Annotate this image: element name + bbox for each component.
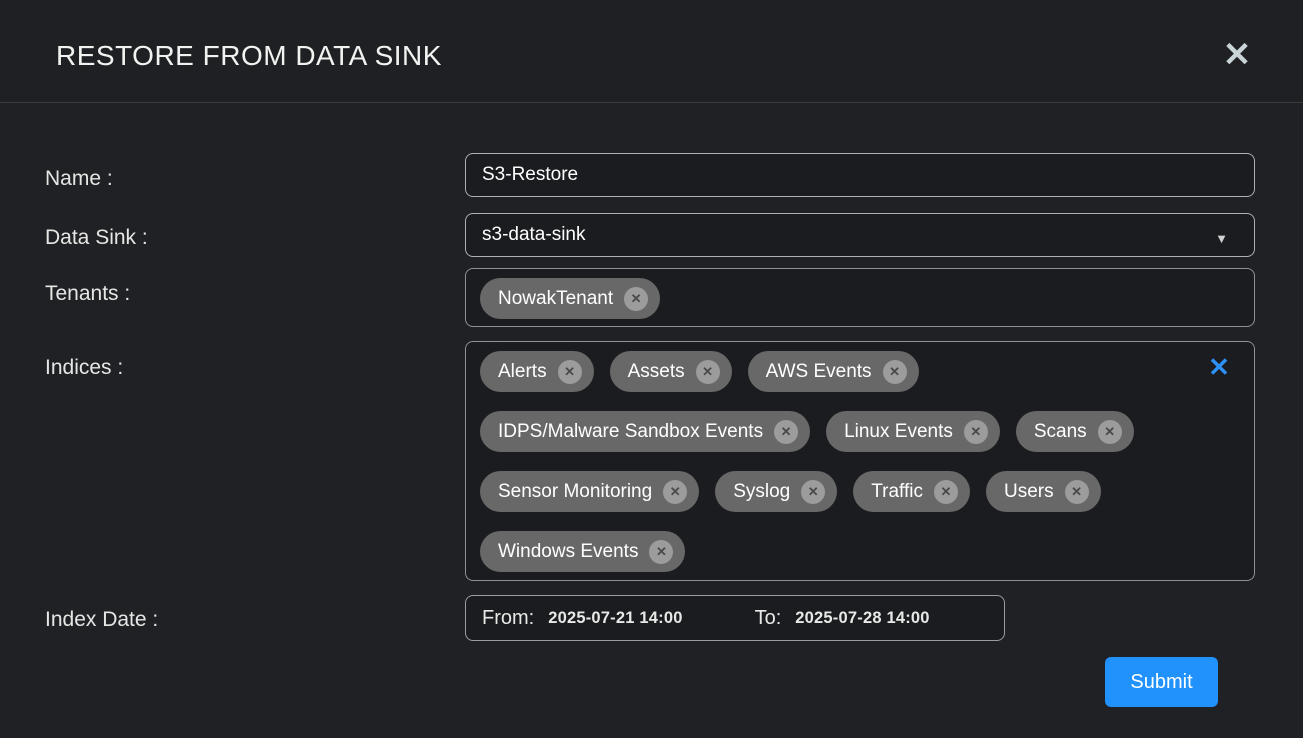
submit-button[interactable]: Submit	[1105, 657, 1218, 707]
close-icon[interactable]: ✕	[1215, 33, 1259, 77]
chip-label: NowakTenant	[498, 287, 614, 309]
index-chip: Traffic ✕	[853, 471, 970, 512]
data-sink-label: Data Sink :	[45, 226, 148, 249]
chip-remove-icon[interactable]: ✕	[649, 539, 674, 564]
index-chip: Sensor Monitoring ✕	[480, 471, 700, 512]
chevron-down-icon: ▼	[1215, 231, 1228, 246]
chip-label: Users	[1003, 480, 1054, 502]
chip-label: Sensor Monitoring	[498, 480, 653, 502]
tenants-field[interactable]: NowakTenant ✕	[465, 268, 1255, 327]
chip-remove-icon[interactable]: ✕	[1097, 419, 1122, 444]
index-chip: AWS Events ✕	[747, 351, 919, 392]
chip-label: Scans	[1033, 420, 1087, 442]
index-chip: Users ✕	[985, 471, 1101, 512]
name-label: Name :	[45, 167, 113, 190]
name-input[interactable]	[465, 153, 1255, 197]
tenant-chip: NowakTenant ✕	[480, 278, 661, 319]
chip-remove-icon[interactable]: ✕	[557, 359, 582, 384]
chip-label: AWS Events	[765, 360, 872, 382]
from-value[interactable]: 2025-07-21 14:00	[548, 608, 683, 627]
data-sink-select[interactable]: s3-data-sink ▼	[465, 213, 1255, 257]
chip-remove-icon[interactable]: ✕	[933, 479, 958, 504]
dialog-title: RESTORE FROM DATA SINK	[56, 40, 442, 71]
index-chip: IDPS/Malware Sandbox Events ✕	[480, 411, 811, 452]
chip-remove-icon[interactable]: ✕	[882, 359, 907, 384]
chip-remove-icon[interactable]: ✕	[774, 419, 799, 444]
chip-label: IDPS/Malware Sandbox Events	[498, 420, 764, 442]
index-chip: Syslog ✕	[715, 471, 838, 512]
chip-remove-icon[interactable]: ✕	[695, 359, 720, 384]
to-label: To:	[754, 606, 782, 629]
index-chip: Scans ✕	[1015, 411, 1134, 452]
index-chip: Linux Events ✕	[826, 411, 1000, 452]
chip-label: Windows Events	[498, 540, 639, 562]
chip-remove-icon[interactable]: ✕	[624, 286, 649, 311]
index-chip: Assets ✕	[609, 351, 732, 392]
dialog-header: RESTORE FROM DATA SINK ✕	[0, 0, 1303, 103]
chip-label: Syslog	[733, 480, 791, 502]
index-date-field[interactable]: From: 2025-07-21 14:00 To: 2025-07-28 14…	[465, 595, 1005, 641]
index-chip: Alerts ✕	[480, 351, 594, 392]
chip-label: Traffic	[871, 480, 923, 502]
chip-remove-icon[interactable]: ✕	[1064, 479, 1089, 504]
chip-remove-icon[interactable]: ✕	[801, 479, 826, 504]
clear-indices-icon[interactable]: ✕	[1204, 352, 1234, 382]
chip-label: Linux Events	[844, 420, 953, 442]
index-date-label: Index Date :	[45, 608, 159, 631]
tenants-label: Tenants :	[45, 282, 131, 305]
from-label: From:	[482, 606, 535, 629]
data-sink-selected-value: s3-data-sink	[482, 224, 586, 245]
chip-remove-icon[interactable]: ✕	[663, 479, 688, 504]
chip-label: Alerts	[498, 360, 547, 382]
chip-label: Assets	[627, 360, 685, 382]
to-value[interactable]: 2025-07-28 14:00	[795, 608, 930, 627]
index-chip: Windows Events ✕	[480, 531, 686, 572]
indices-field[interactable]: ✕ Alerts✕Assets✕AWS Events✕IDPS/Malware …	[465, 341, 1255, 581]
indices-label: Indices :	[45, 356, 124, 379]
chip-remove-icon[interactable]: ✕	[963, 419, 988, 444]
